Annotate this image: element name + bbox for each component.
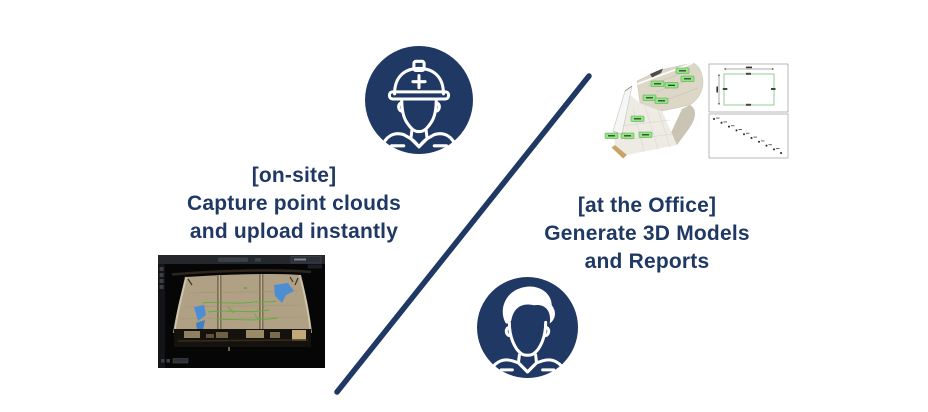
onsite-caption: [on-site] Capture point clouds and uploa… [154, 162, 434, 246]
point-cloud-viewer-screenshot [158, 255, 325, 368]
onsite-tag: [on-site] [251, 164, 337, 187]
onsite-line2: and upload instantly [189, 220, 399, 243]
onsite-line1: Capture point clouds [187, 192, 401, 215]
3d-model-measurement-report [600, 48, 790, 172]
office-caption: [at the Office] Generate 3D Models and R… [507, 192, 787, 276]
office-tag: [at the Office] [577, 194, 717, 217]
model-mesh [611, 62, 704, 159]
construction-worker-icon [364, 45, 474, 155]
dimension-drawing-panel [708, 63, 789, 113]
office-worker-icon [476, 276, 579, 379]
office-line2: and Reports [584, 250, 710, 273]
measurement-labels [604, 67, 695, 139]
point-plot-panel [708, 113, 789, 159]
office-line1: Generate 3D Models [544, 222, 750, 245]
